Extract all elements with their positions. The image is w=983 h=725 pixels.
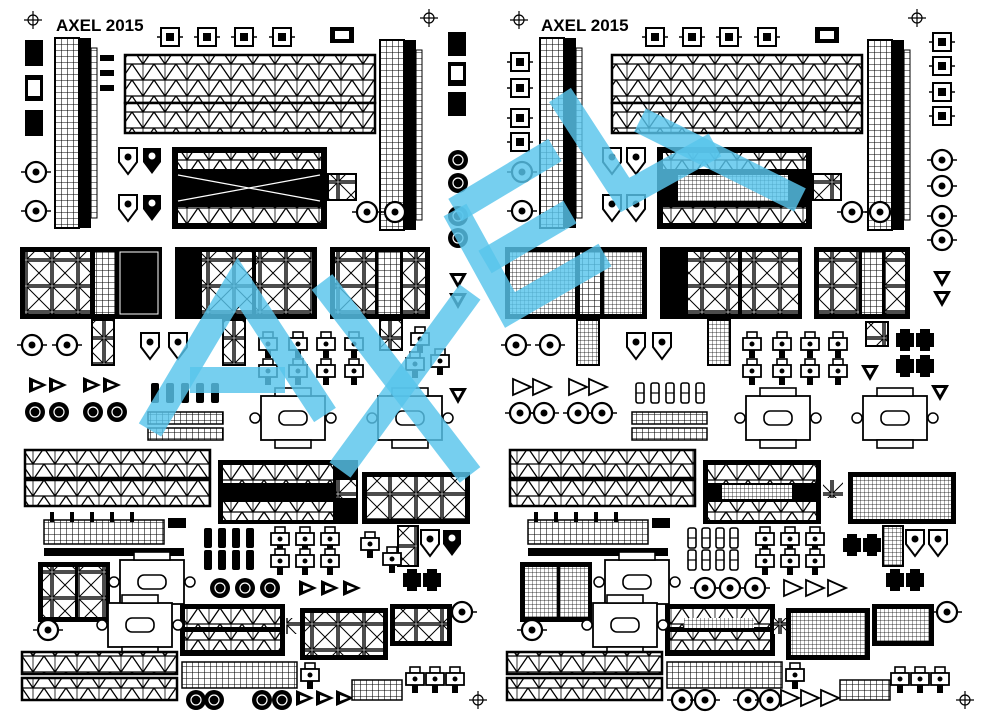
watermark-letter-e [443, 203, 612, 328]
registration-crosshair-icon [23, 10, 43, 30]
registration-crosshair-icon [468, 690, 488, 710]
registration-crosshair-icon [419, 8, 439, 28]
right-fret-title: AXEL 2015 [541, 16, 629, 35]
watermark-letter-l [549, 87, 722, 213]
watermark-letter-a [138, 257, 336, 437]
registration-crosshair-icon [509, 10, 529, 30]
registration-crosshair-icon [955, 690, 975, 710]
left-fret-title: AXEL 2015 [56, 16, 144, 35]
axel-watermark [138, 87, 806, 483]
left-fret: AXEL 2015 [15, 8, 488, 711]
registration-crosshair-icon [907, 8, 927, 28]
